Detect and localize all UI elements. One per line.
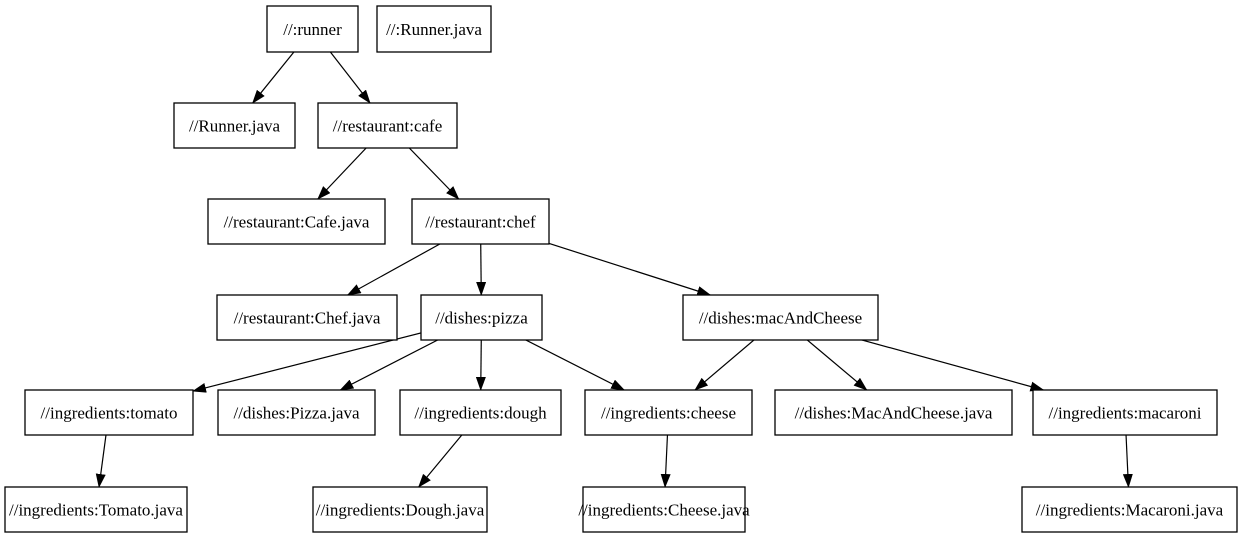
graph-node-runner-java-file: //:Runner.java	[376, 5, 492, 53]
graph-node-runner-java: //Runner.java	[173, 102, 296, 149]
graph-node-label: //ingredients:Cheese.java	[578, 501, 750, 520]
graph-node-box	[1032, 389, 1218, 436]
graph-node-label: //dishes:pizza	[435, 309, 528, 328]
graph-node-label: //Runner.java	[189, 117, 281, 136]
graph-node-cafe: //restaurant:cafe	[317, 102, 458, 149]
graph-node-label: //:Runner.java	[386, 20, 482, 39]
graph-node-label: //ingredients:tomato	[41, 404, 178, 423]
graph-node-box	[399, 389, 562, 436]
graph-node-box	[4, 486, 188, 533]
graph-node-label: //restaurant:Cafe.java	[224, 213, 370, 232]
graph-node-label: //ingredients:cheese	[601, 404, 736, 423]
graph-node-pizza: //dishes:pizza	[420, 294, 543, 341]
graph-node-box	[420, 294, 543, 341]
graph-node-label: //restaurant:chef	[425, 213, 536, 232]
graph-node-pizza-java: //dishes:Pizza.java	[217, 389, 376, 436]
graph-node-box	[216, 294, 398, 341]
graph-node-cafe-java: //restaurant:Cafe.java	[207, 198, 386, 245]
graph-node-label: //ingredients:macaroni	[1049, 404, 1202, 423]
graph-node-dough-java: //ingredients:Dough.java	[312, 486, 488, 533]
graph-node-tomato-java: //ingredients:Tomato.java	[4, 486, 188, 533]
graph-node-mac-and-cheese-java: //dishes:MacAndCheese.java	[774, 389, 1013, 436]
graph-node-label: //:runner	[283, 20, 342, 39]
graph-node-box	[312, 486, 488, 533]
graph-node-chef: //restaurant:chef	[411, 198, 550, 245]
graph-node-box	[173, 102, 296, 149]
graph-node-runner: //:runner	[266, 5, 359, 53]
graph-node-macaroni: //ingredients:macaroni	[1032, 389, 1218, 436]
graph-node-box	[24, 389, 194, 436]
nodes-layer: //:runner //:Runner.java //Runner.java //re…	[4, 5, 1238, 533]
graph-node-chef-java: //restaurant:Chef.java	[216, 294, 398, 341]
graph-node-label: //ingredients:dough	[414, 404, 547, 423]
graph-node-label: //ingredients:Tomato.java	[9, 501, 183, 520]
graph-node-box	[682, 294, 879, 341]
graph-node-cheese: //ingredients:cheese	[584, 389, 753, 436]
graph-node-dough: //ingredients:dough	[399, 389, 562, 436]
graph-node-box	[582, 486, 746, 533]
graph-node-label: //dishes:Pizza.java	[233, 404, 360, 423]
graph-node-label: //dishes:macAndCheese	[699, 309, 862, 328]
graph-node-label: //ingredients:Dough.java	[316, 501, 485, 520]
graph-node-label: //restaurant:Chef.java	[234, 309, 381, 328]
graph-node-label: //ingredients:Macaroni.java	[1036, 501, 1224, 520]
graph-node-box	[774, 389, 1013, 436]
graph-node-tomato: //ingredients:tomato	[24, 389, 194, 436]
graph-node-box	[411, 198, 550, 245]
graph-node-box	[317, 102, 458, 149]
graph-node-mac-and-cheese: //dishes:macAndCheese	[682, 294, 879, 341]
graph-node-box	[584, 389, 753, 436]
graph-node-macaroni-java: //ingredients:Macaroni.java	[1021, 486, 1238, 533]
graph-node-cheese-java: //ingredients:Cheese.java	[578, 486, 750, 533]
graph-node-label: //restaurant:cafe	[333, 117, 443, 136]
graph-node-box	[207, 198, 386, 245]
graph-node-box	[217, 389, 376, 436]
graph-node-box	[376, 5, 492, 53]
graph-node-box	[266, 5, 359, 53]
graph-node-label: //dishes:MacAndCheese.java	[795, 404, 993, 423]
graph-node-box	[1021, 486, 1238, 533]
